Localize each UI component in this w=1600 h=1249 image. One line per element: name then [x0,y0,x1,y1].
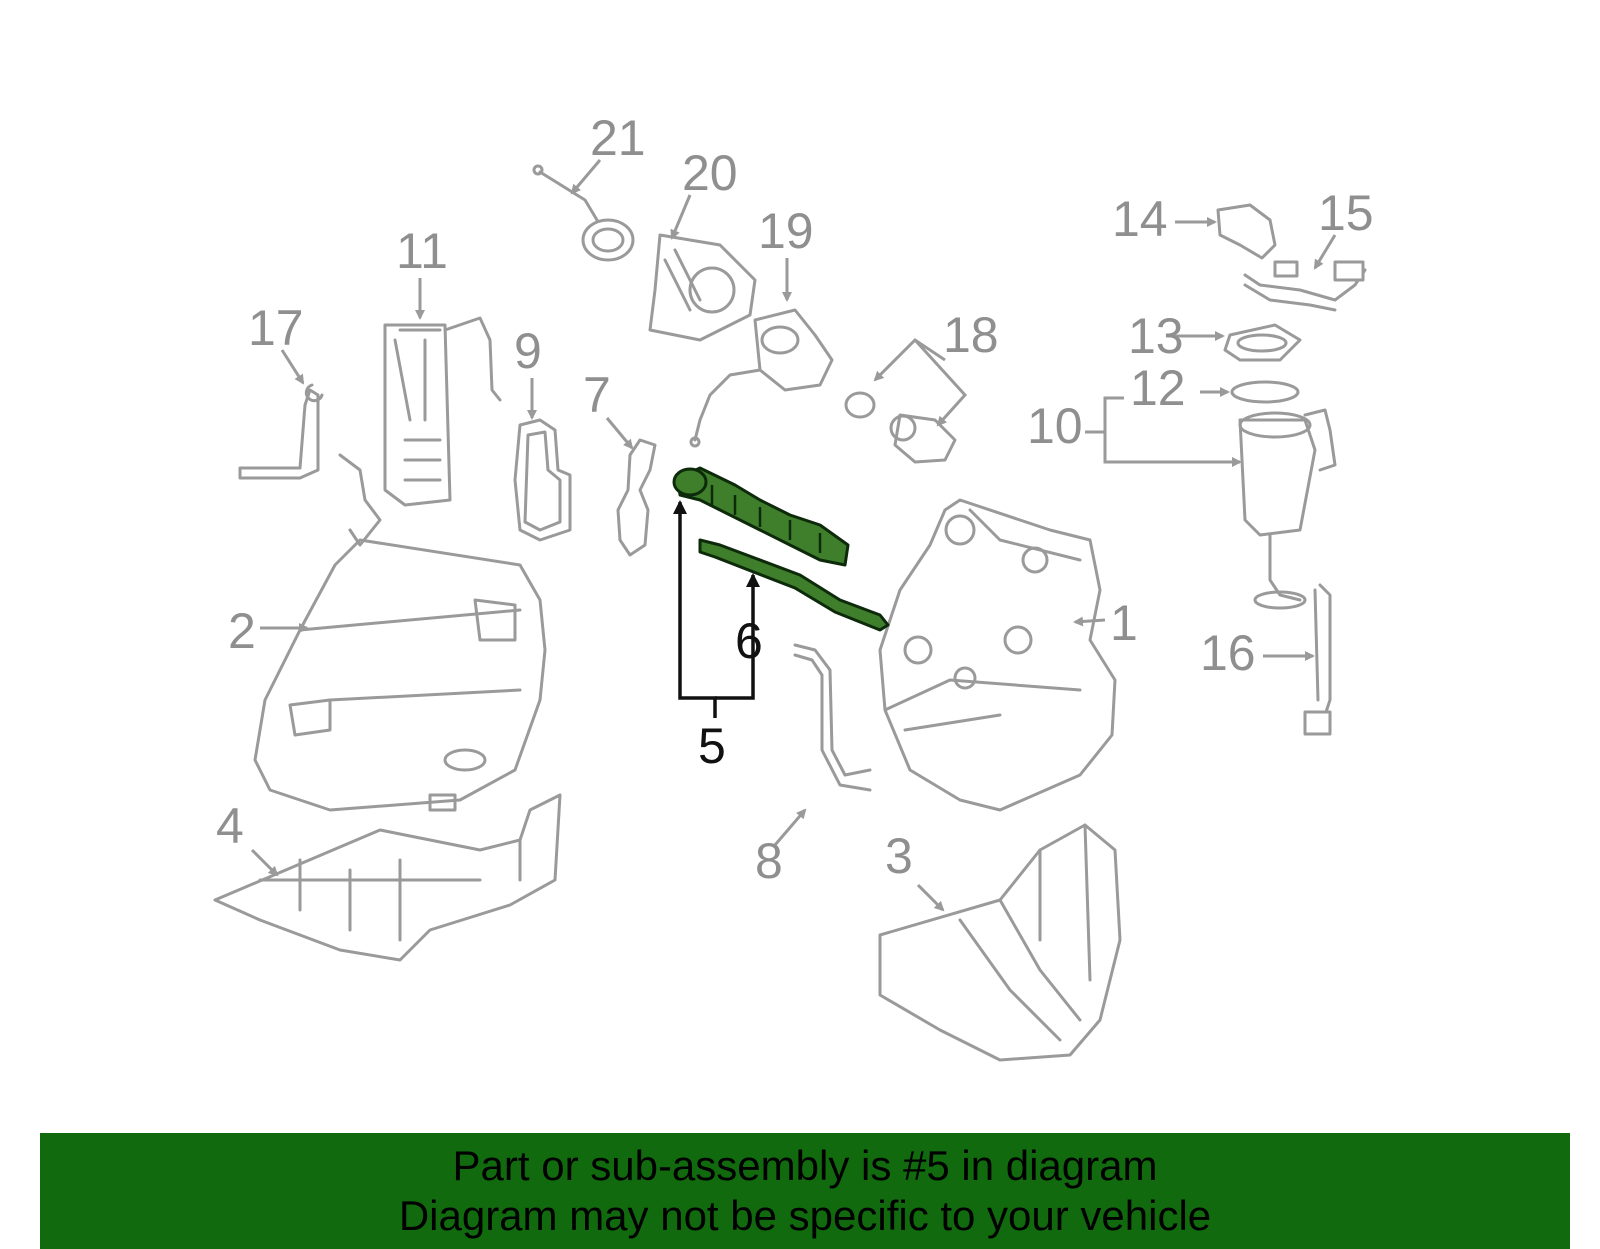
callout-14: 14 [1112,191,1168,247]
callout-10: 10 [1027,398,1083,454]
part-18-clamp-hose [844,391,957,464]
callout-18: 18 [943,307,999,363]
part-21-fuel-cap [532,164,635,262]
banner-line-2: Diagram may not be specific to your vehi… [398,1192,1212,1239]
part-3-shield-right [878,823,1122,1062]
callout-11: 11 [396,223,448,279]
part-20-filler-housing [648,233,757,342]
callout-12: 12 [1130,360,1186,416]
part-11-pump-module [383,316,502,507]
part-19-filler-neck [689,308,834,448]
callout-7: 7 [583,367,611,423]
parts-diagram: 1 2 3 4 5 6 7 8 9 10 11 12 13 14 15 16 1… [213,110,1374,1062]
part-12-seal [1230,380,1300,404]
part-13-lock-ring [1223,323,1302,362]
part-1-fuel-tank-right [878,498,1117,812]
callout-4: 4 [216,798,244,854]
banner-line-1: Part or sub-assembly is #5 in diagram [452,1142,1158,1189]
callout-21: 21 [590,110,646,166]
callout-5: 5 [698,718,726,774]
part-15-harness [1243,260,1367,312]
part-6-strap-highlighted [698,538,890,632]
callout-3: 3 [885,828,913,884]
part-7-bracket [616,438,657,557]
part-10-pump-assembly [1238,408,1337,610]
info-banner: Part or sub-assembly is #5 in diagram Di… [40,1133,1570,1249]
part-17-sender [238,383,324,480]
part-16-level-sensor [1303,583,1332,736]
part-5-filler-tube-highlighted [672,466,850,567]
callout-8: 8 [755,833,783,889]
part-8-tube [793,643,872,792]
part-9-hose [513,418,572,542]
leader-lines-highlighted [673,500,760,718]
callout-20: 20 [682,145,738,201]
callout-19: 19 [758,203,814,259]
callout-15: 15 [1318,185,1374,241]
part-2-fuel-tank-left [253,453,547,812]
callout-13: 13 [1128,308,1184,364]
callout-1: 1 [1110,595,1138,651]
callout-16: 16 [1200,625,1256,681]
callout-2: 2 [228,603,256,659]
leader-lines [250,159,1337,912]
part-14-connector [1216,203,1277,260]
callout-6: 6 [735,613,763,669]
part-4-shield-left [213,793,562,962]
callout-9: 9 [514,323,542,379]
callout-17: 17 [248,300,304,356]
